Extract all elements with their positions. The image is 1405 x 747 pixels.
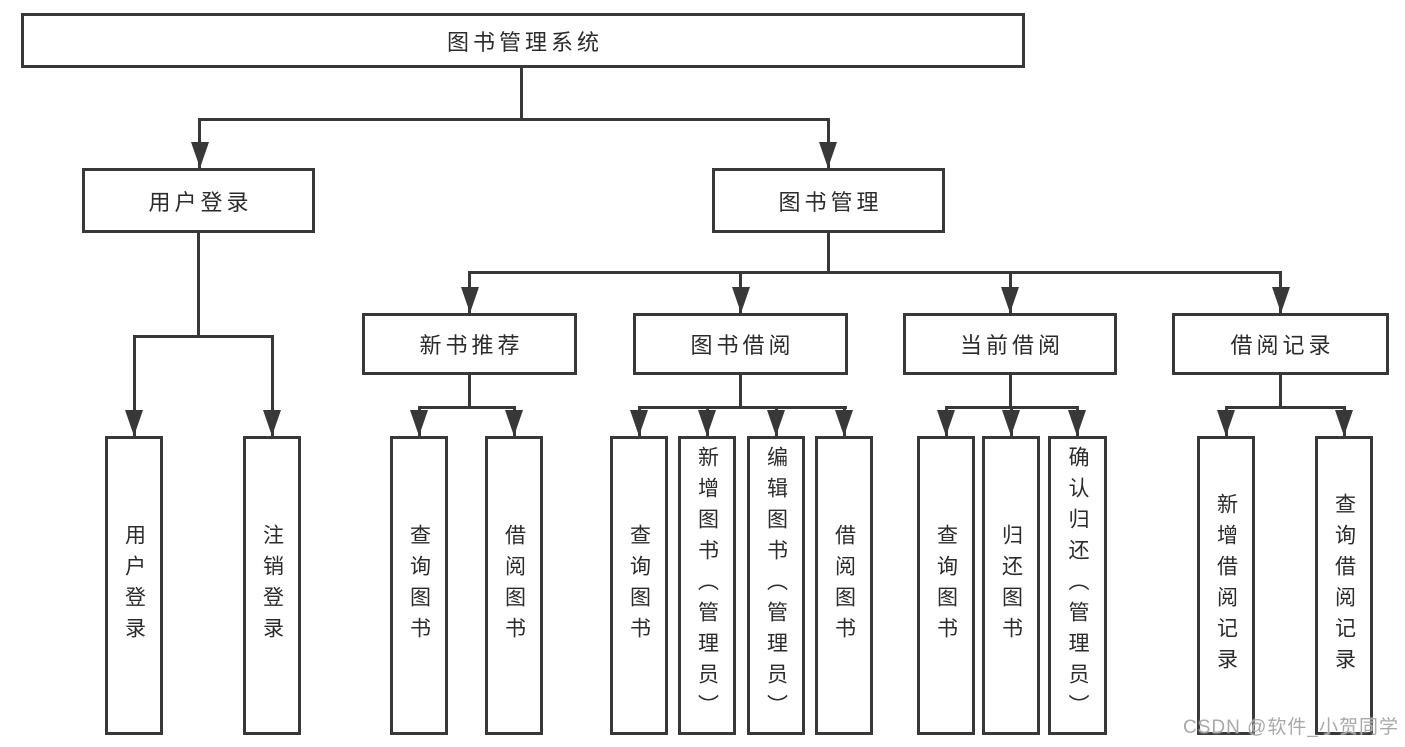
node-new-book-recommend-label: 新书推荐 xyxy=(419,333,524,358)
leaf-cb-query-books-label: 查询图书 xyxy=(934,523,958,648)
arrowhead-down-icon xyxy=(1217,410,1235,436)
connector-line xyxy=(132,335,136,436)
connector-line xyxy=(468,375,471,406)
leaf-cb-confirm-return-label: 确认归还（管理员） xyxy=(1066,446,1089,725)
connector-line xyxy=(1279,375,1282,406)
connector-line xyxy=(826,233,830,271)
connector-line xyxy=(417,406,516,409)
connector-line xyxy=(1224,406,1346,409)
leaf-logout: 注销登录 xyxy=(243,436,301,735)
node-user-login-label: 用户登录 xyxy=(148,189,253,215)
leaf-user-login: 用户登录 xyxy=(105,436,163,735)
node-user-login: 用户登录 xyxy=(82,168,315,233)
arrowhead-down-icon xyxy=(505,410,523,436)
arrowhead-down-icon xyxy=(1002,410,1020,436)
leaf-rec-query-books: 查询图书 xyxy=(390,436,448,735)
leaf-cb-return-books-label: 归还图书 xyxy=(999,523,1023,648)
leaf-rec-borrow-books: 借阅图书 xyxy=(485,436,543,735)
connector-line xyxy=(1008,375,1012,406)
csdn-watermark: CSDN @软件_小贺同学 xyxy=(1183,717,1399,738)
arrowhead-down-icon xyxy=(630,410,648,436)
node-book-management: 图书管理 xyxy=(712,168,945,233)
leaf-bb-edit-books: 编辑图书（管理员） xyxy=(747,436,805,735)
connector-line xyxy=(198,118,830,121)
arrowhead-down-icon xyxy=(190,142,209,168)
leaf-bb-query-books: 查询图书 xyxy=(610,436,668,735)
leaf-cb-return-books: 归还图书 xyxy=(982,436,1040,735)
leaf-bb-borrow-books: 借阅图书 xyxy=(815,436,873,735)
node-current-borrow-label: 当前借阅 xyxy=(959,333,1064,358)
node-borrow-records-label: 借阅记录 xyxy=(1230,333,1335,358)
node-book-borrow-label: 图书借阅 xyxy=(690,333,795,358)
leaf-br-add-record-label: 新增借阅记录 xyxy=(1214,492,1238,679)
node-current-borrow: 当前借阅 xyxy=(903,313,1117,375)
arrowhead-down-icon xyxy=(819,142,837,168)
arrowhead-down-icon xyxy=(767,410,785,436)
leaf-rec-borrow-books-label: 借阅图书 xyxy=(502,523,526,648)
connector-line xyxy=(520,68,523,118)
leaf-br-query-record: 查询借阅记录 xyxy=(1315,436,1373,735)
arrowhead-down-icon xyxy=(1001,287,1019,313)
leaf-bb-add-books-label: 新增图书（管理员） xyxy=(695,446,719,725)
leaf-bb-edit-books-label: 编辑图书（管理员） xyxy=(764,446,788,725)
leaf-br-query-record-label: 查询借阅记录 xyxy=(1332,492,1356,679)
leaf-user-login-label: 用户登录 xyxy=(122,523,146,648)
node-book-management-label: 图书管理 xyxy=(778,189,883,215)
node-borrow-records: 借阅记录 xyxy=(1172,313,1389,375)
connector-line xyxy=(196,233,200,335)
leaf-cb-query-books: 查询图书 xyxy=(917,436,975,735)
connector-line xyxy=(739,375,742,406)
arrowhead-down-icon xyxy=(731,287,750,313)
leaf-bb-borrow-books-label: 借阅图书 xyxy=(832,523,856,648)
arrowhead-down-icon xyxy=(698,410,716,436)
arrowhead-down-icon xyxy=(1335,410,1353,436)
leaf-cb-confirm-return: 确认归还（管理员） xyxy=(1048,436,1107,735)
arrowhead-down-icon xyxy=(1271,287,1290,313)
connector-line xyxy=(637,406,847,409)
arrowhead-down-icon xyxy=(263,410,281,436)
leaf-br-add-record: 新增借阅记录 xyxy=(1197,436,1255,735)
node-root-label: 图书管理系统 xyxy=(446,29,603,55)
connector-line xyxy=(270,335,274,436)
arrowhead-down-icon xyxy=(1068,410,1086,436)
leaf-bb-query-books-label: 查询图书 xyxy=(627,523,651,648)
connector-line xyxy=(468,271,1281,274)
connector-line xyxy=(132,335,274,338)
arrowhead-down-icon xyxy=(125,410,143,436)
arrowhead-down-icon xyxy=(460,287,479,313)
node-new-book-recommend: 新书推荐 xyxy=(362,313,577,375)
leaf-logout-label: 注销登录 xyxy=(260,523,284,648)
arrowhead-down-icon xyxy=(835,410,853,436)
node-root: 图书管理系统 xyxy=(21,13,1025,68)
leaf-rec-query-books-label: 查询图书 xyxy=(407,523,431,648)
leaf-bb-add-books: 新增图书（管理员） xyxy=(678,436,736,735)
node-book-borrow: 图书借阅 xyxy=(633,313,848,375)
arrowhead-down-icon xyxy=(937,410,955,436)
arrowhead-down-icon xyxy=(410,410,428,436)
